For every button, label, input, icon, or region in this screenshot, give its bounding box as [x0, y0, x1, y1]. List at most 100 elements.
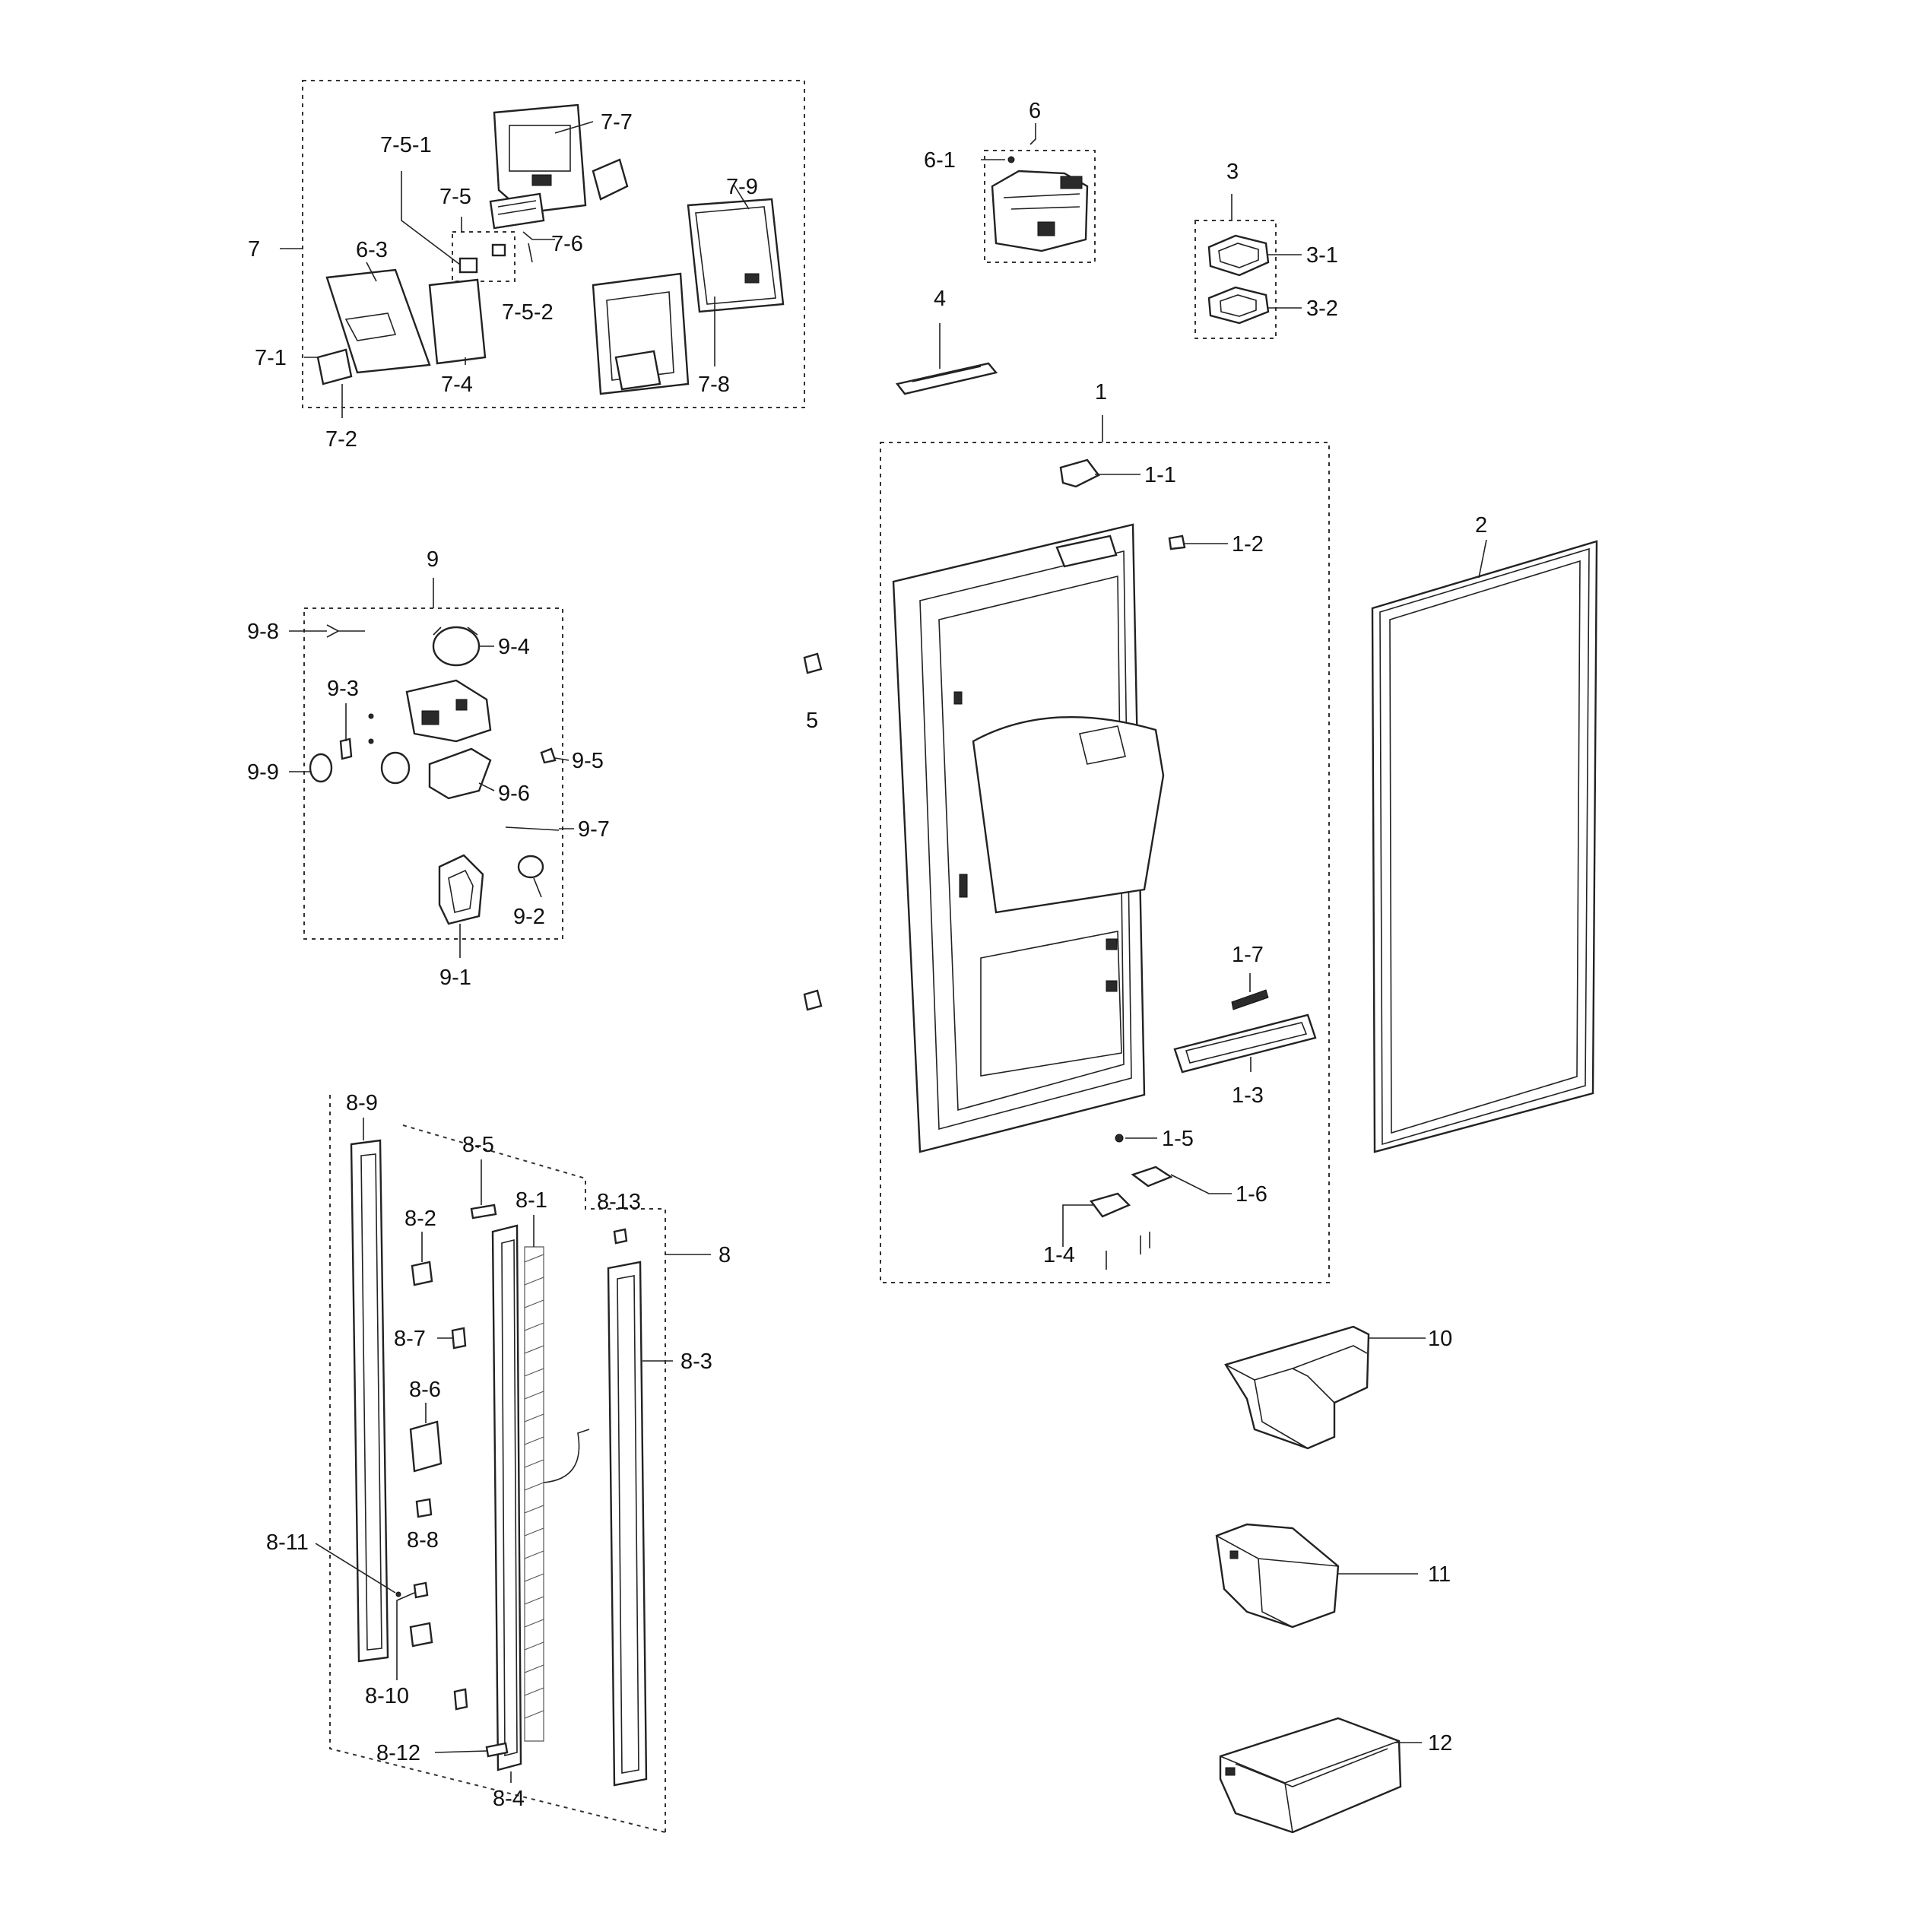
part-11-bin — [1215, 1523, 1418, 1629]
part-7-7-housing — [493, 103, 629, 214]
part-8-2 — [411, 1261, 433, 1286]
part-4-strip — [895, 323, 998, 395]
label-8-5: 8-5 — [462, 1133, 494, 1157]
group-1-door-assembly — [880, 415, 1330, 1283]
label-6-3: 6-3 — [356, 238, 388, 262]
label-8-9: 8-9 — [346, 1091, 378, 1115]
part-9-6 — [428, 747, 492, 800]
part-3-1-ring — [1207, 234, 1270, 277]
label-1-3: 1-3 — [1232, 1083, 1264, 1108]
part-9-2 — [517, 855, 544, 879]
part-1-6-plate — [1131, 1166, 1173, 1188]
part-9-9 — [309, 753, 333, 783]
part-1-3-handle — [1173, 1013, 1317, 1074]
part-2-door-gasket — [1371, 539, 1598, 1153]
part-1-7 — [1231, 989, 1269, 1010]
part-8-12 — [485, 1742, 509, 1758]
part-7-6 — [489, 192, 545, 230]
label-5: 5 — [806, 709, 818, 733]
part-7-8-frame — [592, 272, 690, 395]
label-3-2: 3-2 — [1306, 297, 1338, 321]
label-11: 11 — [1428, 1562, 1451, 1587]
label-8-2: 8-2 — [404, 1207, 436, 1231]
label-1-6: 1-6 — [1236, 1182, 1267, 1207]
label-1-7: 1-7 — [1232, 943, 1264, 967]
group-9 — [289, 578, 574, 958]
label-7-2: 7-2 — [325, 427, 357, 452]
part-3-2-ring — [1207, 286, 1270, 325]
part-7-5-1 — [458, 257, 478, 274]
part-9-body — [405, 679, 492, 743]
label-6: 6 — [1029, 99, 1041, 123]
part-8-8 — [415, 1498, 433, 1518]
part-7-4-panel — [428, 278, 487, 365]
part-1-2 — [1168, 534, 1186, 550]
group-7-dispenser — [280, 80, 805, 418]
part-9-5 — [540, 747, 557, 764]
label-4: 4 — [934, 287, 946, 311]
part-8-5 — [470, 1204, 497, 1219]
label-3-1: 3-1 — [1306, 243, 1338, 268]
part-8-1-bar — [491, 1224, 522, 1771]
part-9-3 — [339, 737, 353, 760]
label-9-2: 9-2 — [513, 905, 545, 929]
label-8-1: 8-1 — [516, 1188, 547, 1213]
label-8-11: 8-11 — [266, 1530, 309, 1555]
label-8-10: 8-10 — [365, 1684, 409, 1708]
label-8-12: 8-12 — [376, 1741, 420, 1765]
part-7-5-2 — [491, 243, 506, 257]
part-8-9-strip — [350, 1139, 389, 1663]
part-8-6 — [409, 1420, 443, 1473]
part-8-7 — [451, 1327, 467, 1350]
label-7-9: 7-9 — [726, 175, 758, 199]
label-1-5: 1-5 — [1162, 1127, 1194, 1151]
part-6-module — [991, 170, 1089, 252]
label-7-1: 7-1 — [255, 346, 287, 370]
label-8: 8 — [719, 1243, 731, 1267]
part-10-bin — [1224, 1325, 1426, 1450]
label-6-1: 6-1 — [924, 148, 956, 173]
label-9-6: 9-6 — [498, 782, 530, 806]
label-3: 3 — [1226, 160, 1239, 184]
label-1-4: 1-4 — [1043, 1243, 1075, 1267]
label-8-13: 8-13 — [597, 1190, 641, 1214]
label-8-8: 8-8 — [407, 1528, 439, 1553]
part-8-3-trim — [607, 1261, 648, 1787]
label-8-7: 8-7 — [394, 1327, 426, 1351]
part-6-3-cover — [325, 268, 431, 374]
label-8-4: 8-4 — [493, 1787, 525, 1811]
label-12: 12 — [1428, 1731, 1452, 1755]
label-9-4: 9-4 — [498, 635, 530, 659]
label-7-5: 7-5 — [439, 185, 471, 209]
part-8-10 — [413, 1581, 429, 1599]
label-9-8: 9-8 — [247, 620, 279, 644]
label-7-8: 7-8 — [698, 373, 730, 397]
label-9-1: 9-1 — [439, 966, 471, 990]
part-9-1-chute — [438, 854, 484, 925]
label-10: 10 — [1428, 1327, 1452, 1351]
part-1-door-body — [892, 523, 1165, 1153]
label-9-3: 9-3 — [327, 677, 359, 701]
label-9: 9 — [427, 547, 439, 572]
label-8-3: 8-3 — [680, 1350, 712, 1374]
group-3 — [1194, 194, 1302, 339]
part-8-13 — [613, 1228, 628, 1245]
part-1-4-hinge — [1089, 1192, 1131, 1218]
label-7-4: 7-4 — [441, 373, 473, 397]
label-2: 2 — [1475, 513, 1487, 538]
label-1-2: 1-2 — [1232, 532, 1264, 557]
label-9-9: 9-9 — [247, 760, 279, 785]
part-9-4 — [432, 626, 481, 667]
group-8-side-trim — [315, 1095, 711, 1833]
label-7-5-1: 7-5-1 — [380, 133, 432, 157]
part-1-5 — [1115, 1134, 1124, 1143]
part-1-1-hinge-cap — [1059, 458, 1100, 488]
part-7-1 — [316, 348, 353, 385]
group-6-icemaker-module — [981, 123, 1096, 263]
label-7-5-2: 7-5-2 — [502, 300, 554, 325]
part-5-pins — [803, 652, 823, 1011]
label-7-7: 7-7 — [601, 110, 633, 135]
label-1: 1 — [1095, 380, 1107, 404]
label-7-6: 7-6 — [551, 232, 583, 256]
label-8-6: 8-6 — [409, 1378, 441, 1402]
